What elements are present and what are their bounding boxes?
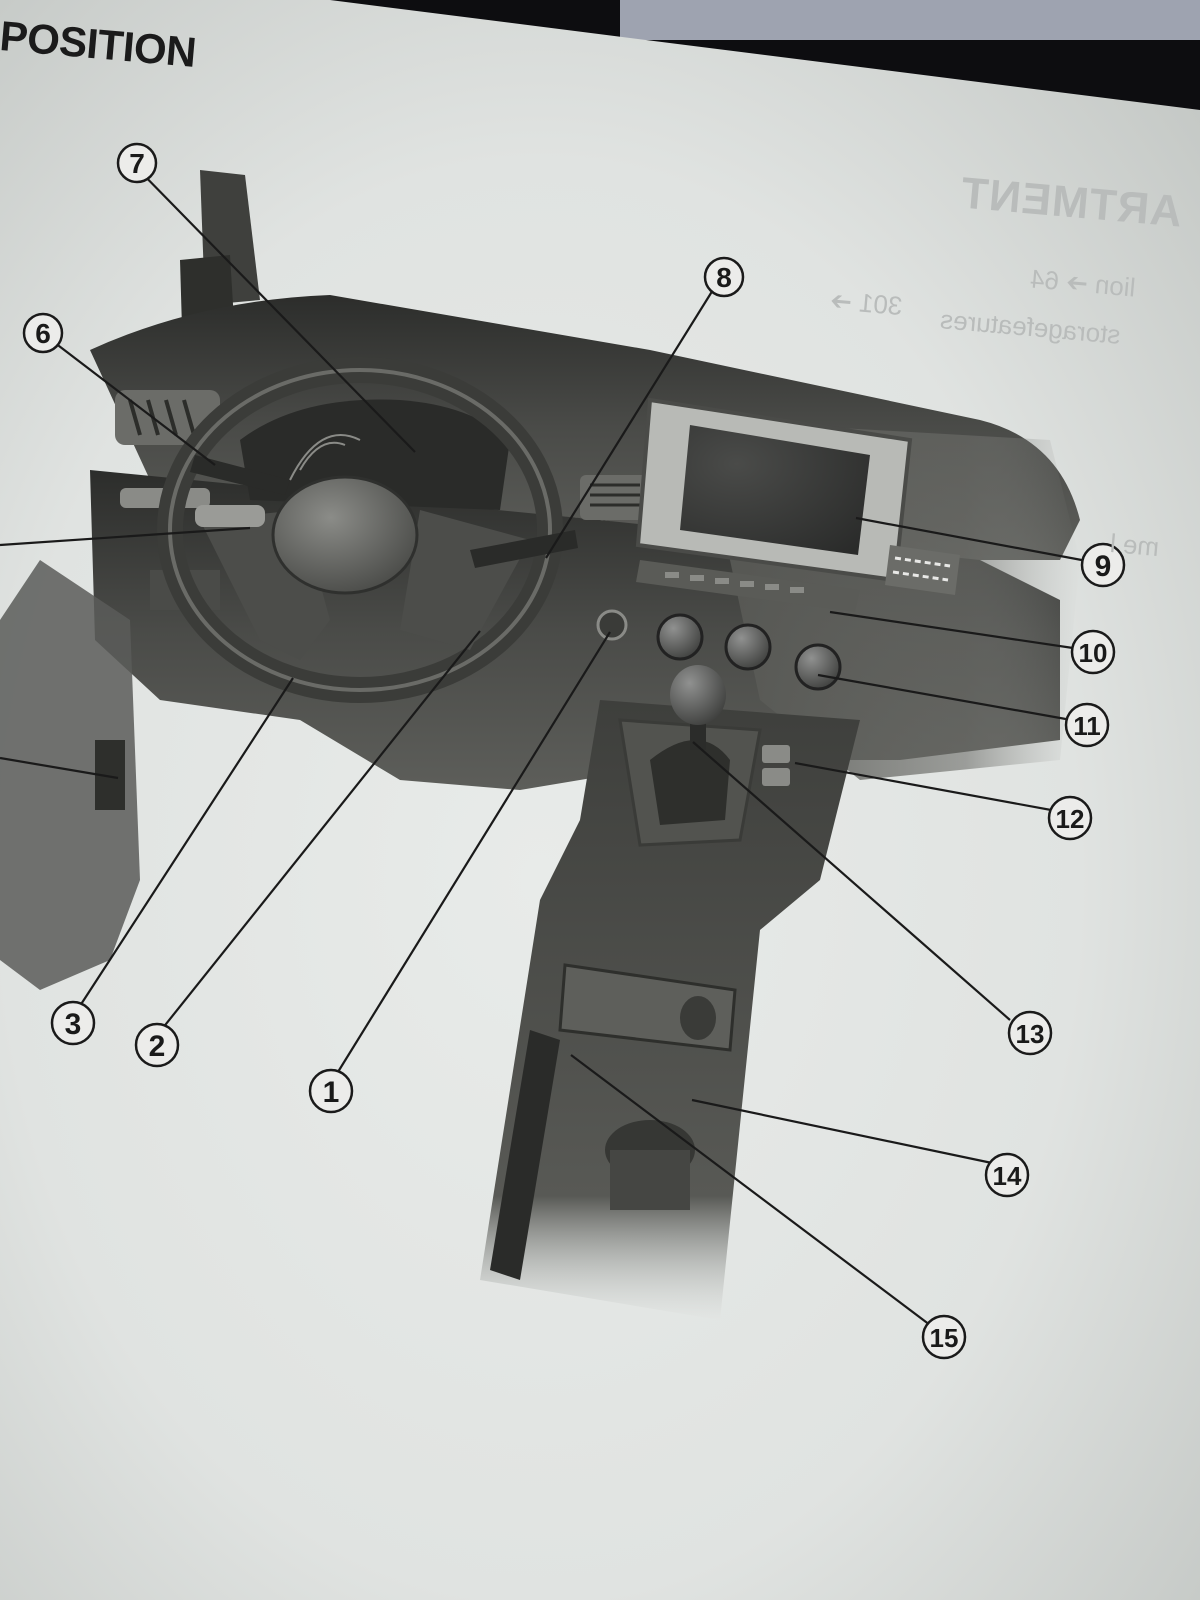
leader-11 — [817, 673, 1078, 723]
leader-lines — [0, 162, 1088, 1326]
background-object — [620, 0, 1200, 40]
callout-10: 10 — [1070, 629, 1116, 675]
switch-panel — [762, 745, 790, 786]
svg-text:10: 10 — [1079, 638, 1108, 668]
callout-11: 11 — [1064, 702, 1110, 748]
svg-text:12: 12 — [1056, 804, 1085, 834]
svg-text:7: 7 — [129, 148, 145, 179]
storage-tray — [558, 963, 737, 1052]
start-button — [596, 609, 628, 641]
svg-text:3: 3 — [65, 1008, 82, 1041]
leader-15 — [570, 1054, 931, 1326]
callout-9: 9 — [1080, 542, 1126, 588]
door-panel — [0, 560, 140, 990]
right-stalk — [470, 530, 578, 568]
leader-2 — [157, 630, 481, 1035]
callout-3: 3 — [50, 1000, 96, 1046]
console-side-rail — [490, 1030, 560, 1280]
svg-text:2: 2 — [149, 1030, 166, 1063]
callout-6: 6 — [22, 312, 64, 354]
svg-text:9: 9 — [1095, 550, 1112, 583]
leader-14 — [691, 1098, 993, 1165]
callouts: 7 6 8 9 10 11 12 13 14 15 3 2 1 — [22, 142, 1126, 1360]
svg-text:1: 1 — [323, 1076, 340, 1109]
leader-9 — [855, 516, 1088, 563]
leader-8 — [545, 276, 722, 559]
airbag-hub — [271, 475, 419, 595]
leader-4 — [0, 526, 251, 547]
leader-6 — [41, 332, 216, 466]
bleed-through-line: me l — [1108, 527, 1161, 563]
center-air-vent — [580, 475, 650, 520]
svg-text:8: 8 — [716, 262, 732, 293]
svg-text:13: 13 — [1016, 1019, 1045, 1049]
right-air-vent — [885, 545, 960, 595]
bleed-through-line: 301 ➔ — [828, 284, 904, 322]
leader-3 — [75, 677, 294, 1013]
leader-1 — [332, 631, 611, 1081]
cup-holder — [605, 1120, 695, 1210]
callout-1: 1 — [308, 1068, 354, 1114]
leader-5 — [0, 756, 119, 780]
svg-text:14: 14 — [993, 1161, 1022, 1191]
svg-text:11: 11 — [1073, 711, 1101, 741]
leader-12 — [794, 761, 1063, 814]
svg-text:6: 6 — [35, 318, 51, 349]
callout-13: 13 — [1007, 1010, 1053, 1056]
callout-14: 14 — [984, 1152, 1030, 1198]
callout-7: 7 — [116, 142, 158, 184]
instrument-cluster — [240, 399, 510, 510]
callout-8: 8 — [703, 256, 745, 298]
leader-13 — [692, 741, 1011, 1021]
leader-7 — [131, 162, 416, 453]
svg-text:15: 15 — [930, 1323, 959, 1353]
callout-2: 2 — [134, 1022, 180, 1068]
gear-shifter — [618, 665, 762, 847]
callout-15: 15 — [921, 1314, 967, 1360]
leader-10 — [829, 610, 1074, 650]
callout-12: 12 — [1047, 795, 1093, 841]
